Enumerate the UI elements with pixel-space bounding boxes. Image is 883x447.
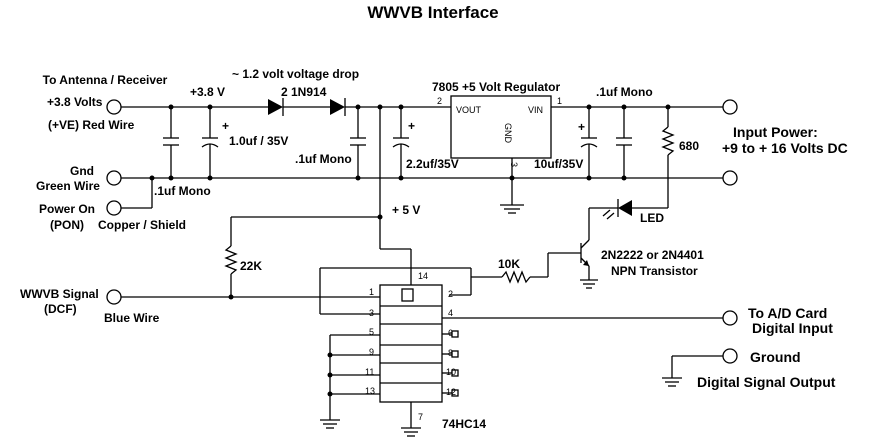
cap-1uf-label: 1.0uf / 35V <box>229 134 288 148</box>
led <box>588 199 632 240</box>
input-power-gnd-terminal[interactable] <box>722 170 738 186</box>
dcf-label: (DCF) <box>44 302 77 316</box>
resistor-10k-label: 10K <box>498 257 520 271</box>
digital-input-label: Digital Input <box>752 320 833 336</box>
cap-10uf-label: 10uf/35V <box>534 157 583 171</box>
schmitt-symbol-icon <box>401 288 414 302</box>
input-power-label: Input Power: <box>733 124 818 140</box>
cap-01uf-left-label: .1uf Mono <box>154 184 211 198</box>
ic-pin7: 7 <box>418 412 423 422</box>
cap-01uf-mid <box>350 107 366 178</box>
gnd-label: Gnd <box>70 164 94 178</box>
pon-label: (PON) <box>50 218 84 232</box>
ic-right-pin: 10 <box>446 367 456 377</box>
resistor-680-label: 680 <box>679 139 699 153</box>
ic-right-pin: 4 <box>448 308 453 318</box>
ic-left-pin: 13 <box>365 386 375 396</box>
led-label: LED <box>640 211 664 225</box>
reg-vout-label: VOUT <box>456 105 482 115</box>
cap-01uf-left <box>163 107 179 178</box>
power-on-label: Power On <box>39 202 95 216</box>
ic-right-pin: 2 <box>448 289 453 299</box>
plus5-label: + 5 V <box>392 203 420 217</box>
gnd-terminal[interactable] <box>106 170 122 186</box>
wwvb-signal-terminal[interactable] <box>106 289 122 305</box>
reg-pin1: 1 <box>557 96 562 106</box>
ic-left-pin: 1 <box>369 287 374 297</box>
blue-wire-label: Blue Wire <box>104 311 160 325</box>
transistor-type-label: NPN Transistor <box>611 264 698 278</box>
diode-1 <box>268 98 284 116</box>
ic-pin14: 14 <box>418 271 428 281</box>
green-wire-label: Green Wire <box>36 179 100 193</box>
reg-pin3: 3 <box>509 162 519 167</box>
ic-left-pin: 9 <box>369 347 374 357</box>
reg-gnd-label: GND <box>503 123 513 144</box>
junction-dots <box>149 104 671 397</box>
resistor-10k <box>449 270 548 296</box>
cap-01uf-right-label: .1uf Mono <box>596 85 653 99</box>
ad-card-terminal[interactable] <box>722 310 738 326</box>
regulator-7805 <box>450 95 552 159</box>
npn-transistor <box>547 239 598 289</box>
vdrop-label: ~ 1.2 volt voltage drop <box>232 67 359 81</box>
resistor-22k <box>224 217 238 297</box>
ic-left-pin: 5 <box>369 327 374 337</box>
cap-22uf <box>392 107 410 178</box>
copper-label: Copper / Shield <box>98 218 186 232</box>
reg-vin-label: VIN <box>528 105 543 115</box>
ic-label: 74HC14 <box>442 417 486 431</box>
ic-74hc14 <box>379 284 443 403</box>
diode-2 <box>330 98 346 116</box>
cap-10uf <box>580 107 598 178</box>
antenna-label: To Antenna / Receiver <box>43 73 168 87</box>
ground-terminal[interactable] <box>722 348 738 364</box>
cap-1uf <box>201 107 219 178</box>
cap-22uf-label: 2.2uf/35V <box>406 157 459 171</box>
ic-left-pin: 3 <box>369 308 374 318</box>
ad-card-label: To A/D Card <box>748 305 827 321</box>
cap-01uf-right <box>616 107 632 178</box>
regulator-label: 7805 +5 Volt Regulator <box>432 80 560 94</box>
digital-output-label: Digital Signal Output <box>697 374 836 390</box>
ic-right-pin: 12 <box>446 387 456 397</box>
cap-10uf-plus: + <box>578 120 585 134</box>
ic-right-pin: 6 <box>448 328 453 338</box>
transistor-label: 2N2222 or 2N4401 <box>601 248 704 262</box>
resistor-680 <box>632 107 675 209</box>
cap-22uf-plus: + <box>408 119 415 133</box>
plus38v-label: +3.8 Volts <box>47 95 103 109</box>
input-power-range: +9 to + 16 Volts DC <box>722 140 848 156</box>
rail38-label: +3.8 V <box>190 85 225 99</box>
vepos-label: (+VE) Red Wire <box>48 118 135 132</box>
cap-01uf-mid-label: .1uf Mono <box>295 152 352 166</box>
resistor-22k-label: 22K <box>240 259 262 273</box>
cap-1uf-plus: + <box>222 119 229 133</box>
antenna-plus-terminal[interactable] <box>106 99 122 115</box>
input-power-plus-terminal[interactable] <box>722 99 738 115</box>
power-on-terminal[interactable] <box>106 200 122 216</box>
page-title: WWVB Interface <box>367 3 498 22</box>
reg-pin2: 2 <box>437 96 442 106</box>
ic-right-pin: 8 <box>448 348 453 358</box>
ic-left-pin: 11 <box>365 367 374 377</box>
ground-label: Ground <box>750 349 801 365</box>
wwvb-label: WWVB Signal <box>20 287 99 301</box>
diodes-label: 2 1N914 <box>281 85 327 99</box>
